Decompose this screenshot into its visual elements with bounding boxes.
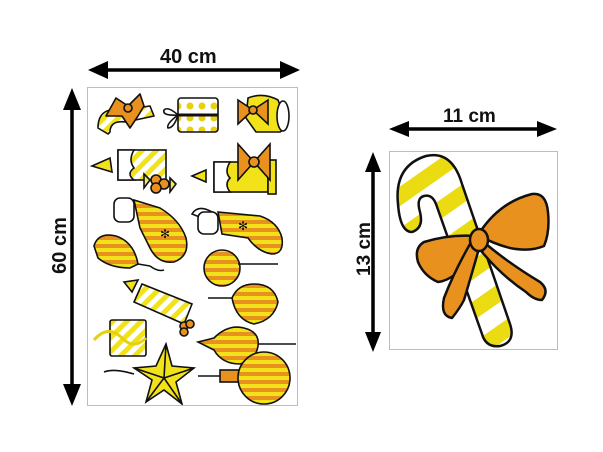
sticker-sheet: ✻ ✻ bbox=[87, 87, 298, 406]
stocking-left-sticker: ✻ bbox=[113, 197, 188, 264]
bell-sticker bbox=[237, 94, 290, 133]
detail-sticker-box bbox=[389, 151, 558, 350]
ornament-round-sticker bbox=[203, 249, 278, 287]
detail-width-arrow-icon bbox=[389, 121, 557, 137]
ornament-teardrop-sticker bbox=[93, 234, 165, 272]
stocking-right-sticker: ✻ bbox=[190, 207, 284, 255]
ornament-spinning-top-sticker bbox=[195, 326, 296, 365]
candle-bow-sticker bbox=[189, 141, 277, 195]
detail-width-label: 11 cm bbox=[443, 106, 496, 127]
detail-height-arrow-icon bbox=[365, 152, 381, 352]
sheet-width-label: 40 cm bbox=[160, 46, 217, 68]
gift-box-sticker bbox=[162, 97, 219, 133]
candle-small-sticker bbox=[122, 278, 195, 337]
ornament-onion-sticker bbox=[208, 283, 279, 325]
ornament-large-round-sticker bbox=[198, 351, 291, 405]
gift-box-small-sticker bbox=[92, 319, 148, 357]
star-sticker bbox=[103, 341, 197, 405]
candle-holly-sticker bbox=[89, 149, 178, 195]
candy-cane-sticker bbox=[97, 93, 155, 135]
sheet-height-label: 60 cm bbox=[48, 217, 71, 274]
bow-icon bbox=[415, 192, 550, 320]
detail-height-label: 13 cm bbox=[353, 222, 375, 276]
sheet-width-arrow-icon bbox=[88, 61, 300, 79]
svg-text:✻: ✻ bbox=[160, 227, 170, 241]
svg-text:✻: ✻ bbox=[238, 219, 248, 233]
sheet-height-arrow-icon bbox=[63, 88, 81, 406]
